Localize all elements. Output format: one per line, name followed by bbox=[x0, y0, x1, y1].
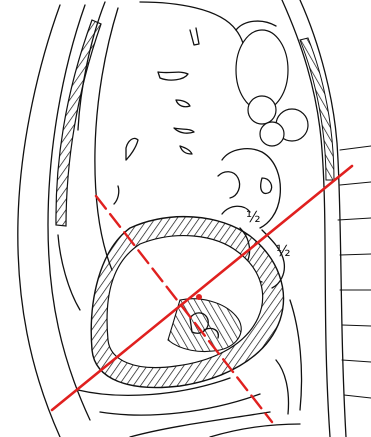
airway-vessels bbox=[236, 21, 308, 146]
red-dot bbox=[196, 294, 202, 300]
sternum-band bbox=[56, 20, 101, 310]
vertebral-column bbox=[282, 0, 371, 437]
heart bbox=[91, 217, 283, 388]
label-half-upper: ½ bbox=[246, 208, 261, 226]
label-half-lower: ½ bbox=[276, 242, 291, 260]
mediastinal-structures bbox=[114, 28, 199, 204]
